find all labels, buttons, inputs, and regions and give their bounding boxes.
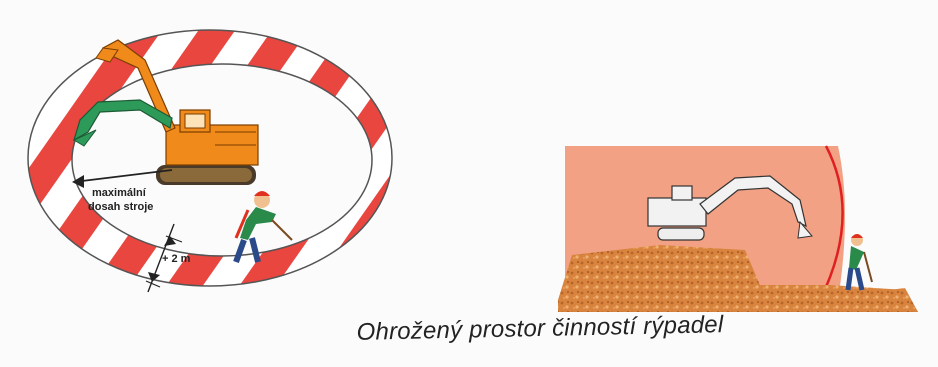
reach-label-line1: maximální [92, 187, 147, 199]
margin-label: + 2 m [162, 253, 191, 265]
reach-label-line2: dosah stroje [88, 201, 153, 213]
